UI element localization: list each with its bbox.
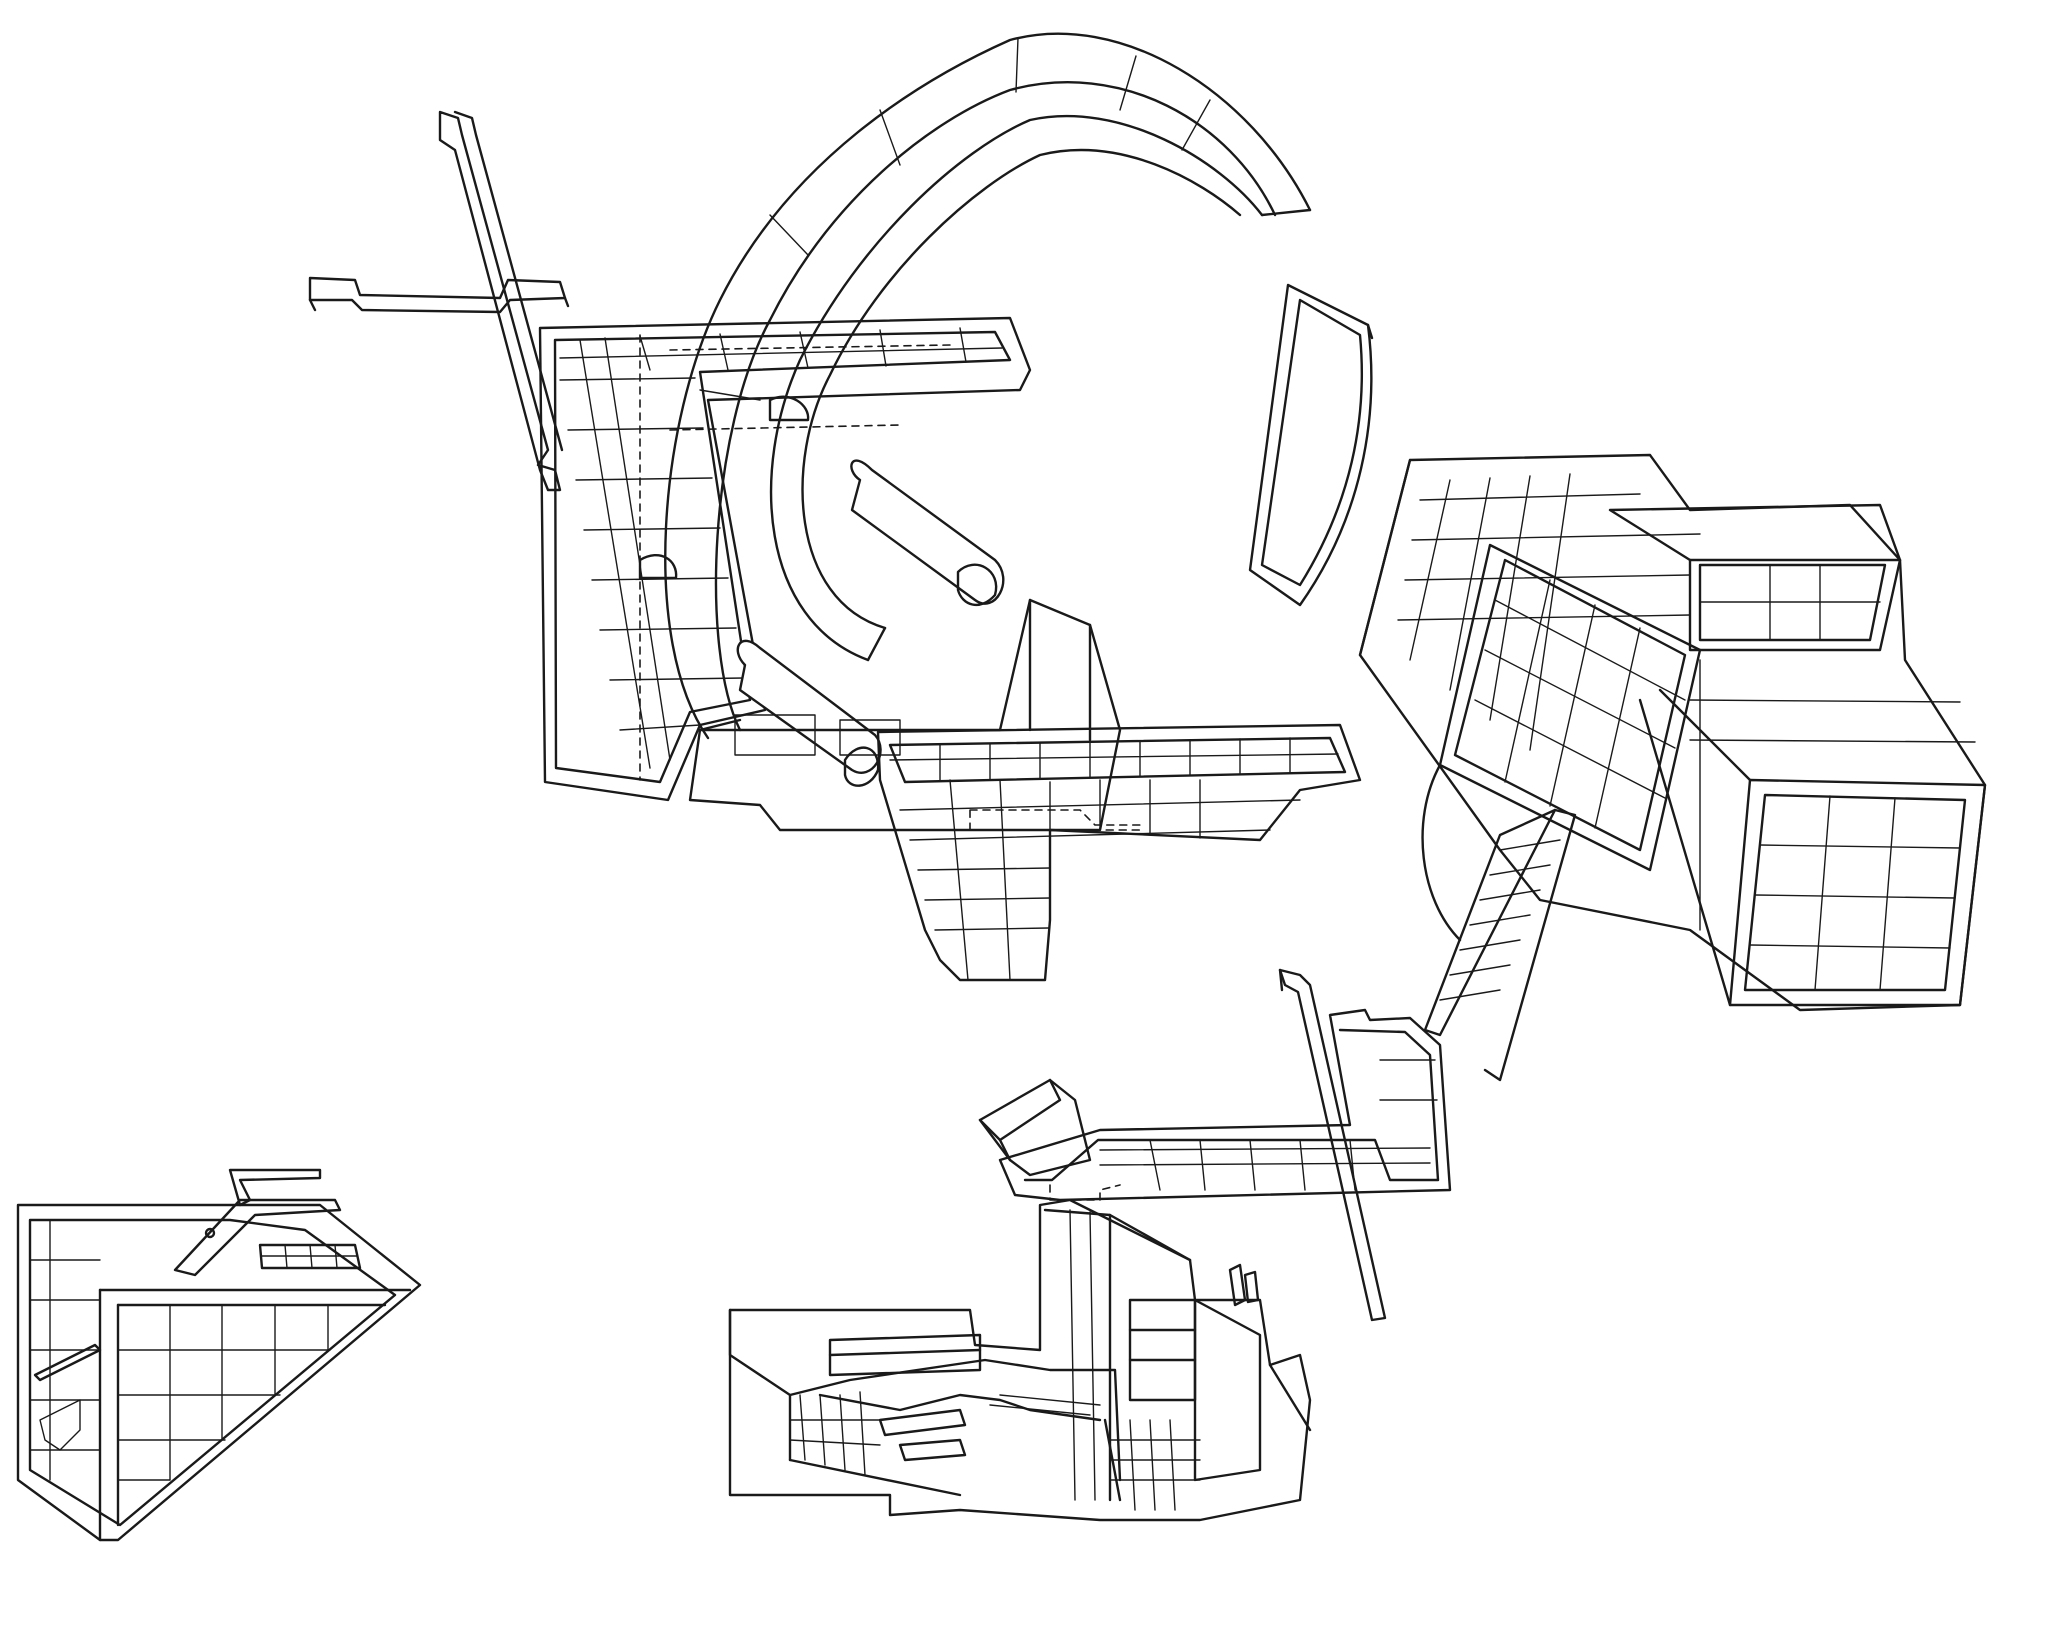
box-tower [1358,453,1987,1012]
ground-assembly [728,1198,1312,1522]
cross-frame [308,110,570,492]
l-shaped-grid-frame [538,316,1032,802]
pitched-fragment [978,1078,1092,1177]
tall-blade [1278,968,1387,1322]
stair-ladder [1423,808,1577,1082]
central-block [688,598,1122,832]
l-shaped-slab [876,723,1362,982]
l-slab-lower [998,1008,1452,1202]
cylinders [638,395,1005,787]
arc-wall [664,32,1312,740]
diagonal-grid-frame [1421,543,1702,942]
tilted-panel [1248,283,1374,607]
triangular-corner-room [16,1168,422,1542]
